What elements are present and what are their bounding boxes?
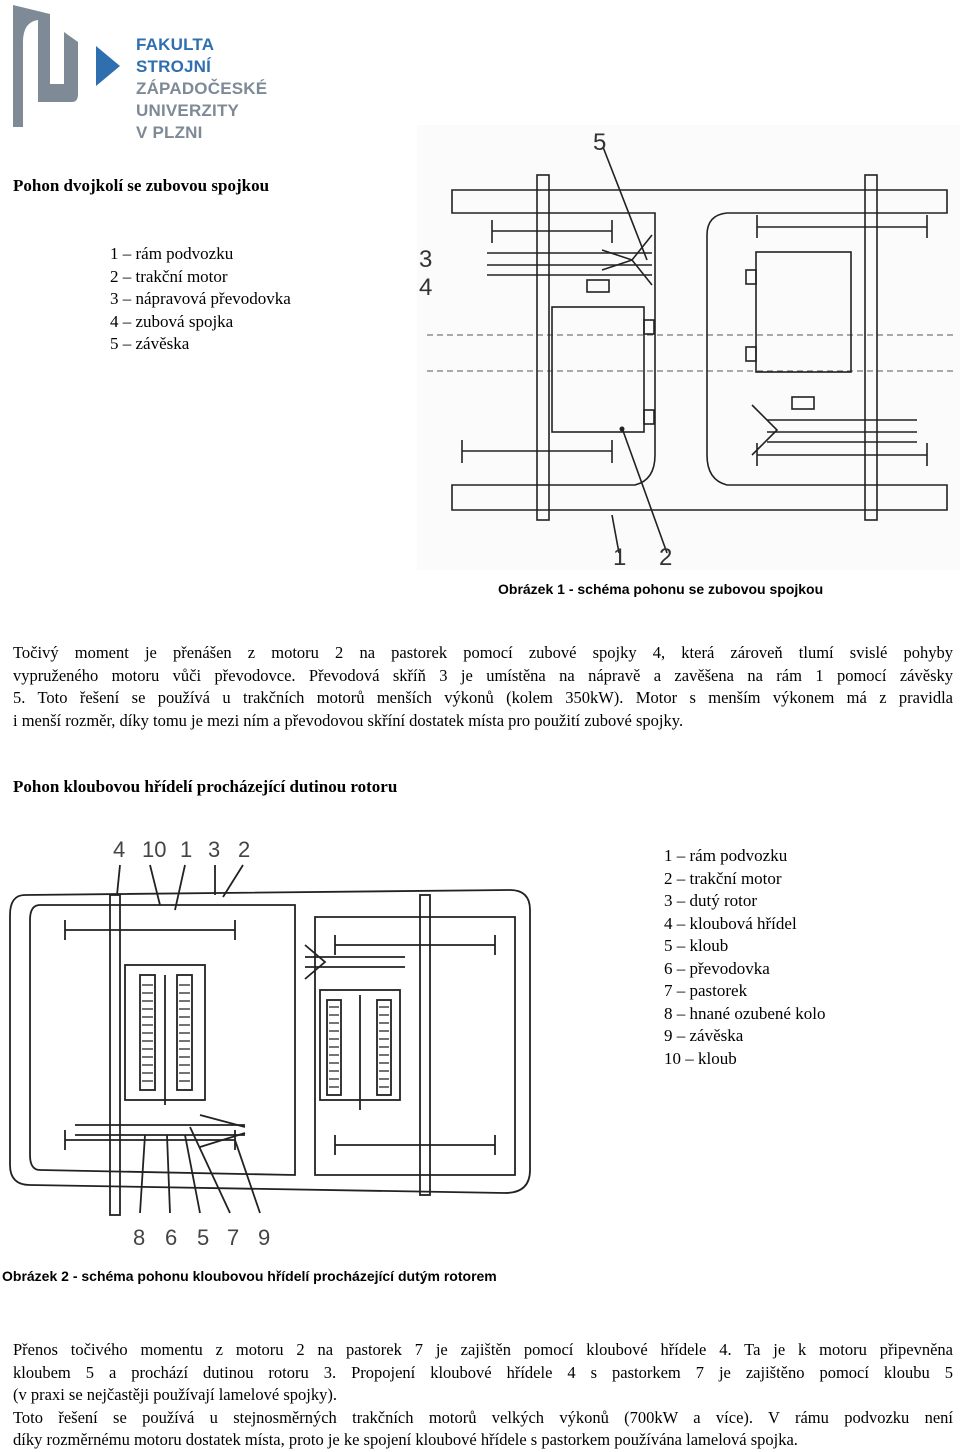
legend-item: 10 – kloub (664, 1048, 737, 1068)
legend-item: 5 – závěska (110, 334, 190, 353)
paragraph-line: i menší rozměr, díky tomu je mezi ním a … (13, 710, 684, 730)
paragraph-line: díky rozměrnému motoru dostatek místa, p… (13, 1430, 798, 1449)
figure2-label-3: 3 (208, 837, 220, 862)
logo-line-1: FAKULTA STROJNÍ (136, 35, 214, 76)
section2-heading: Pohon kloubovou hřídelí procházející dut… (13, 777, 398, 796)
section2-paragraph: Přenos točivého momentu z motoru 2 na pa… (13, 1339, 953, 1452)
legend-item: 8 – hnané ozubené kolo (664, 1003, 826, 1023)
legend-item: 4 – zubová spojka (110, 311, 234, 331)
figure1-label-2: 2 (659, 544, 672, 570)
figure2-label-7: 7 (227, 1225, 239, 1250)
paragraph-line: (v praxi se nejčastěji používají lamelov… (13, 1385, 337, 1404)
paragraph-line: Přenos točivého momentu z motoru 2 na pa… (13, 1340, 953, 1359)
figure2-label-6: 6 (165, 1225, 177, 1250)
paragraph-line: 5. Toto řešení se používá u trakčních mo… (13, 688, 953, 707)
figure2-label-5: 5 (197, 1225, 209, 1250)
figure2-caption: Obrázek 2 - schéma pohonu kloubovou hříd… (2, 1268, 497, 1284)
legend-item: 2 – trakční motor (110, 266, 228, 286)
figure2-label-2: 2 (238, 837, 250, 862)
paragraph-line: vypruženého motoru vůči převodovce. Přev… (13, 665, 953, 685)
legend-item: 5 – kloub (664, 936, 729, 955)
logo-mark-icon (13, 5, 120, 127)
legend-item: 6 – převodovka (664, 958, 770, 978)
paragraph-line: Toto řešení se používá u stejnosměrných … (13, 1407, 953, 1427)
section1-legend: 1 – rám podvozku 2 – trakční motor 3 – n… (110, 243, 291, 356)
section1-heading: Pohon dvojkolí se zubovou spojkou (13, 176, 270, 195)
legend-item: 1 – rám podvozku (110, 244, 234, 263)
figure1-label-3: 3 (419, 246, 432, 273)
legend-item: 9 – závěska (664, 1026, 744, 1045)
figure2-label-4: 4 (113, 837, 125, 862)
figure1-label-4: 4 (419, 274, 432, 301)
legend-item: 3 – nápravová převodovka (110, 289, 291, 308)
logo-line-2: ZÁPADOČESKÉ (136, 79, 268, 98)
section1-paragraph: Točivý moment je přenášen z motoru 2 na … (13, 642, 953, 732)
logo-line-3: UNIVERZITY (136, 101, 240, 120)
figure2-label-8: 8 (133, 1225, 145, 1250)
logo-line-4: V PLZNI (136, 123, 203, 142)
figure1-drive-diagram: 5 3 4 1 2 (417, 125, 960, 570)
figure2-drive-diagram: 4 10 1 3 2 8 6 5 7 9 (9, 837, 531, 1250)
figure1-label-5: 5 (593, 129, 606, 156)
legend-item: 7 – pastorek (664, 981, 748, 1000)
figure1-caption: Obrázek 1 - schéma pohonu se zubovou spo… (498, 581, 824, 597)
figure2-label-10: 10 (142, 837, 166, 862)
figure2-label-1: 1 (180, 837, 192, 862)
paragraph-line: kloubem 5 a prochází dutinou rotoru 3. P… (13, 1362, 953, 1382)
legend-item: 3 – dutý rotor (664, 891, 758, 910)
paragraph-line: Točivý moment je přenášen z motoru 2 na … (13, 643, 953, 662)
section2-legend: 1 – rám podvozku 2 – trakční motor 3 – d… (664, 845, 825, 1070)
figure2-label-9: 9 (258, 1225, 270, 1250)
legend-item: 4 – kloubová hřídel (664, 913, 797, 933)
university-logo: FAKULTA STROJNÍ ZÁPADOČESKÉ UNIVERZITY V… (10, 2, 280, 142)
legend-item: 2 – trakční motor (664, 868, 782, 888)
figure1-label-1: 1 (613, 544, 626, 570)
legend-item: 1 – rám podvozku (664, 846, 788, 865)
